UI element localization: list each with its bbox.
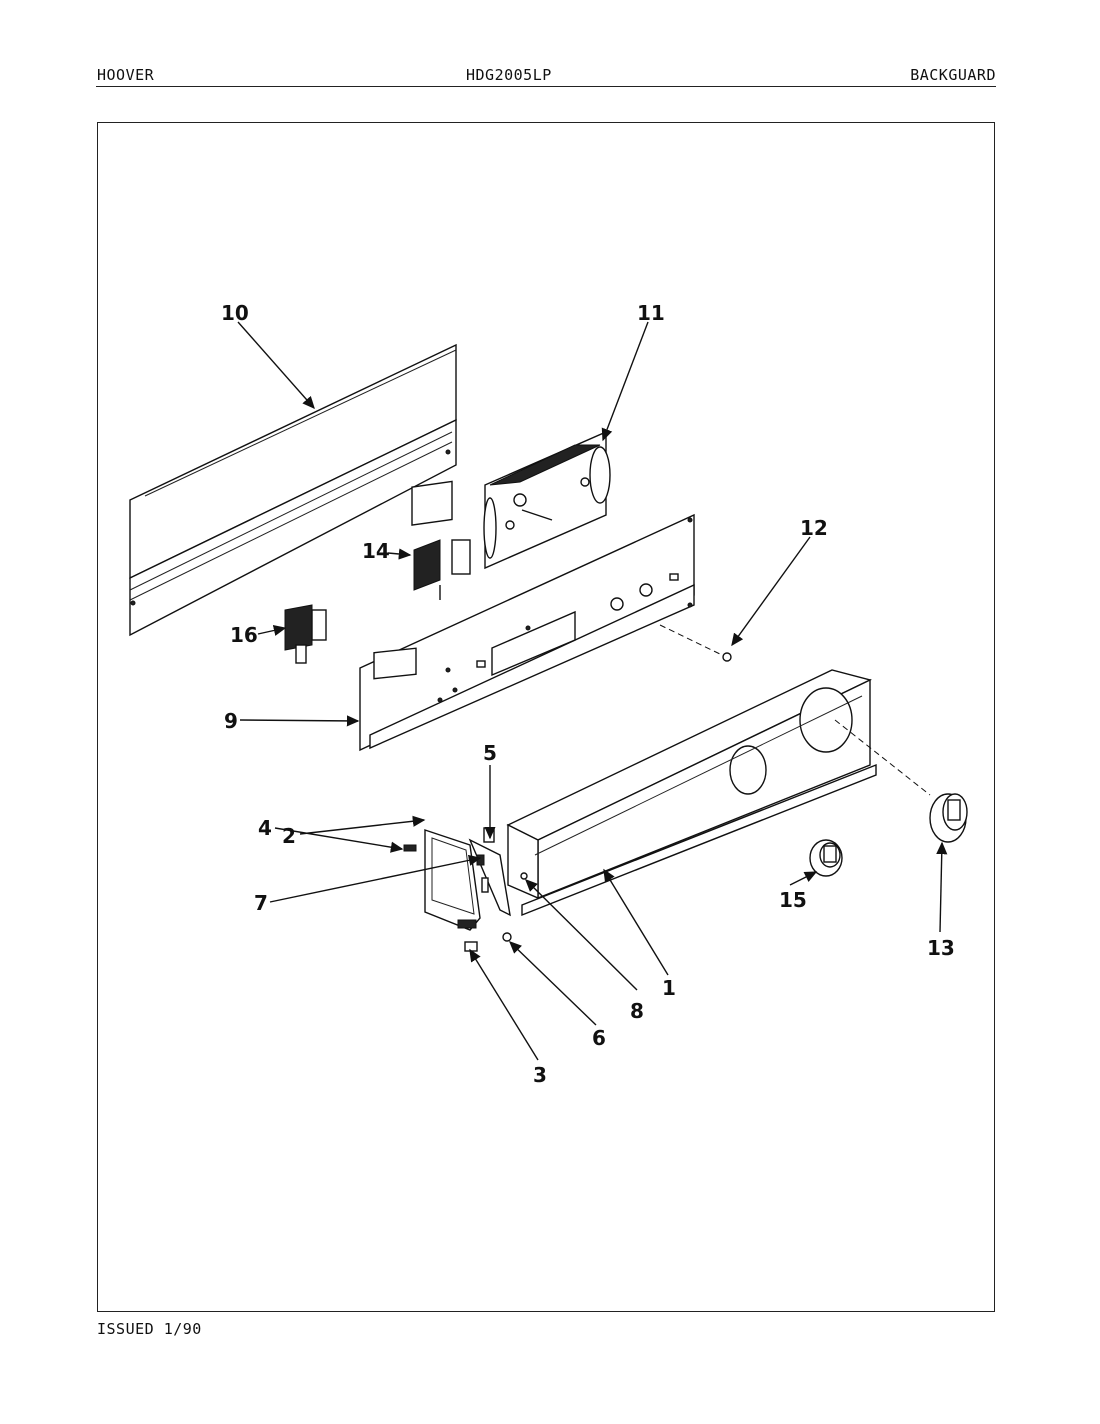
part-2-lamp-frame bbox=[424, 829, 481, 931]
part-10-rear-panel bbox=[129, 343, 457, 637]
part-9-control-panel bbox=[359, 513, 695, 752]
leader-lines bbox=[237, 321, 948, 1061]
callout-2: 2 bbox=[282, 824, 296, 848]
callout-12: 12 bbox=[800, 516, 828, 540]
part-1-backguard-housing bbox=[506, 669, 931, 917]
part-4-clip bbox=[403, 844, 417, 852]
part-8-screw bbox=[520, 872, 528, 880]
diagram-frame bbox=[97, 122, 995, 1312]
callout-15: 15 bbox=[779, 888, 807, 912]
callout-16: 16 bbox=[230, 623, 258, 647]
callout-7: 7 bbox=[254, 891, 268, 915]
header-rule bbox=[96, 86, 996, 87]
callout-9: 9 bbox=[224, 709, 238, 733]
part-14-switch bbox=[411, 480, 471, 600]
brand-label: HOOVER bbox=[97, 66, 155, 84]
callout-13: 13 bbox=[927, 936, 955, 960]
part-15-small-knob bbox=[809, 839, 843, 877]
model-number: HDG2005LP bbox=[466, 66, 552, 84]
part-6-screw bbox=[502, 932, 512, 942]
part-11-timer bbox=[483, 430, 611, 570]
callout-1: 1 bbox=[662, 976, 676, 1000]
callout-4: 4 bbox=[258, 816, 272, 840]
callout-14: 14 bbox=[362, 539, 390, 563]
callout-8: 8 bbox=[630, 999, 644, 1023]
callout-5: 5 bbox=[483, 741, 497, 765]
part-13-large-knob bbox=[929, 793, 968, 843]
part-3-socket bbox=[464, 941, 478, 952]
section-title: BACKGUARD bbox=[910, 66, 996, 84]
callout-3: 3 bbox=[533, 1063, 547, 1087]
callout-6: 6 bbox=[592, 1026, 606, 1050]
callout-labels: 10 11 12 14 16 9 5 4 2 7 15 13 1 8 6 3 bbox=[221, 301, 955, 1087]
issued-date: ISSUED 1/90 bbox=[97, 1320, 202, 1338]
part-16-small-switch bbox=[284, 604, 327, 664]
callout-11: 11 bbox=[637, 301, 665, 325]
callout-10: 10 bbox=[221, 301, 249, 325]
part-12-screw bbox=[659, 624, 732, 662]
